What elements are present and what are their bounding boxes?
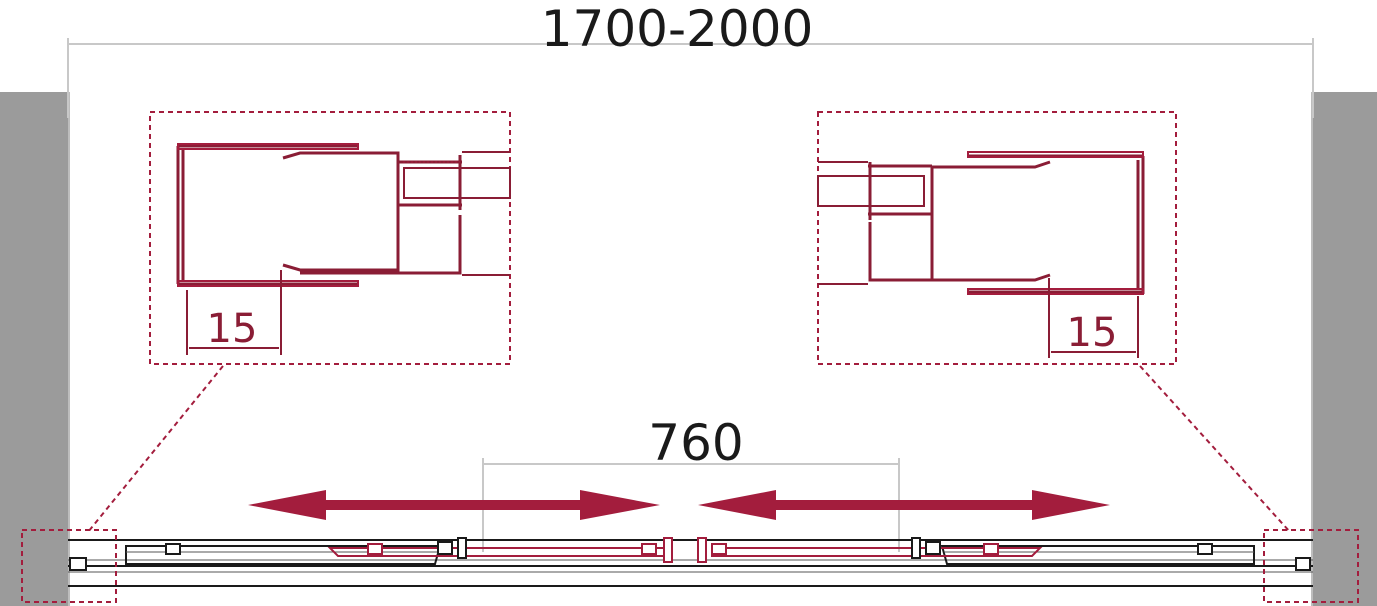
double-headed-arrow-icon xyxy=(698,490,1110,520)
double-headed-arrow-icon xyxy=(248,490,660,520)
right-wall xyxy=(1313,92,1377,606)
track-plan-view xyxy=(68,537,1313,587)
left-leader-line xyxy=(87,365,224,533)
right-adjustment-label: 15 xyxy=(1067,310,1118,356)
left-callout-box xyxy=(21,529,117,603)
right-callout-box xyxy=(1263,529,1359,603)
overall-width-dimension: 1700-2000 xyxy=(67,0,1314,118)
door-opening-dimension: 760 xyxy=(482,414,900,552)
left-adjustment-label: 15 xyxy=(207,306,258,352)
left-wall xyxy=(0,92,68,606)
right-leader-line xyxy=(1139,365,1291,533)
overall-width-label: 1700-2000 xyxy=(541,0,814,58)
left-detail-view: 15 xyxy=(149,111,511,365)
right-detail-view: 15 xyxy=(817,111,1177,365)
door-opening-label: 760 xyxy=(648,414,743,472)
